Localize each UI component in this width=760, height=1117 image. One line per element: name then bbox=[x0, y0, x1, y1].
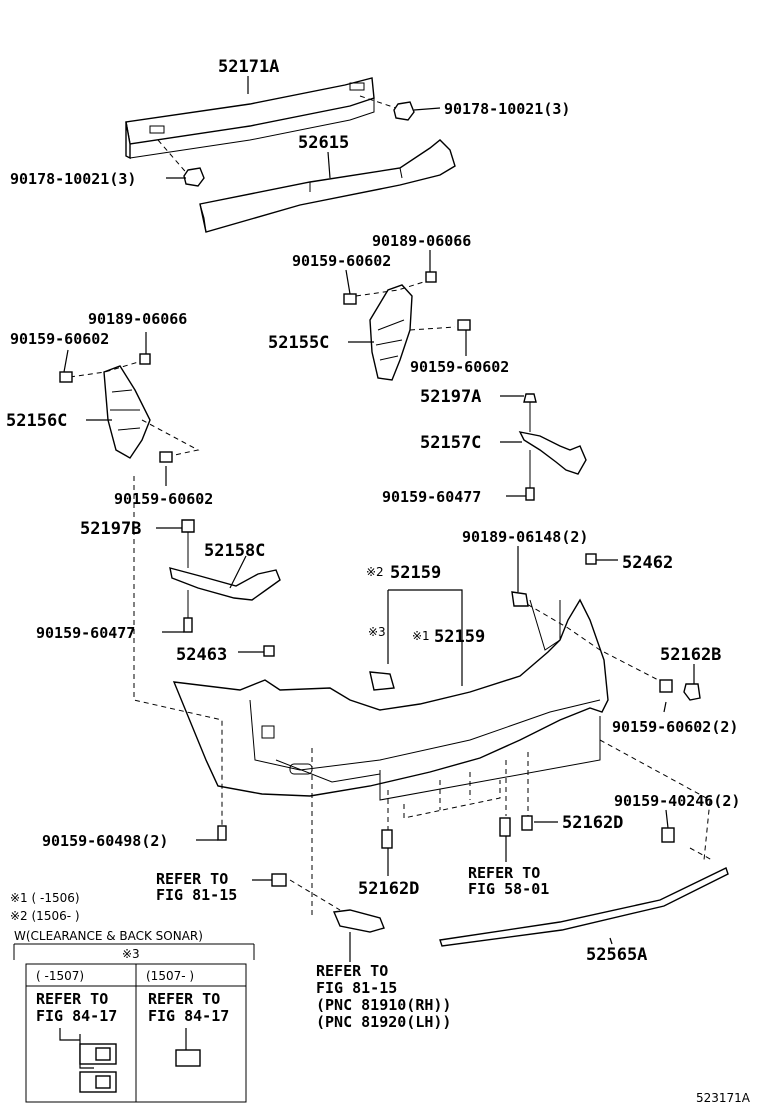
bolt-icon bbox=[59, 353, 173, 463]
box-mark: ※3 bbox=[122, 947, 140, 961]
label-52462: 52462 bbox=[622, 553, 673, 573]
refer-b-line2: FIG 58-01 bbox=[468, 880, 549, 898]
refer-a-line1: REFER TO bbox=[156, 870, 228, 888]
label-52156c: 52156C bbox=[6, 411, 67, 431]
label-nut-lh-top: 90189-06066 bbox=[88, 310, 187, 328]
label-52155c: 52155C bbox=[268, 333, 329, 353]
clip-icon bbox=[217, 553, 701, 887]
refer-a-line2: FIG 81-15 bbox=[156, 886, 237, 904]
mark-upper: ※2 bbox=[366, 565, 384, 579]
label-bolt-40246: 90159-40246(2) bbox=[614, 792, 740, 810]
energy-absorber bbox=[199, 139, 456, 233]
label-52171a: 52171A bbox=[218, 57, 279, 77]
label-nut-rh-top: 90189-06066 bbox=[372, 232, 471, 250]
label-screw-lh: 90159-60477 bbox=[36, 624, 135, 642]
mark-3: ※3 bbox=[368, 625, 386, 639]
refer-c-line2: FIG 81-15 bbox=[316, 979, 397, 997]
box-title: W(CLEARANCE & BACK SONAR) bbox=[14, 929, 203, 943]
label-52159-lower: 52159 bbox=[434, 627, 485, 647]
label-leaders bbox=[63, 76, 695, 962]
label-bolt-lh-top: 90159-60602 bbox=[10, 330, 109, 348]
label-bolt-side-2: 90159-60602(2) bbox=[612, 718, 738, 736]
support-rh bbox=[518, 393, 587, 501]
label-nut-l1: 90178-10021(3) bbox=[10, 170, 136, 188]
label-52463: 52463 bbox=[176, 645, 227, 665]
label-bolt-lh-bottom: 90159-60602 bbox=[114, 490, 213, 508]
refer-c-line4: (PNC 81920(LH)) bbox=[316, 1013, 451, 1031]
retainer-lh bbox=[69, 359, 200, 459]
refer-b-line1: REFER TO bbox=[468, 864, 540, 882]
note-2: ※2 (1506- ) bbox=[10, 909, 80, 923]
label-52162d-center: 52162D bbox=[358, 879, 419, 899]
col1-head: ( -1507) bbox=[36, 969, 84, 983]
reinforcement-bar bbox=[125, 77, 403, 178]
refer-c-line1: REFER TO bbox=[316, 962, 388, 980]
label-bolt-rh-side: 90159-60602 bbox=[410, 358, 509, 376]
bracket-lines bbox=[387, 589, 463, 686]
label-52197a: 52197A bbox=[420, 387, 481, 407]
label-52158c: 52158C bbox=[204, 541, 265, 561]
label-nut-bumper: 90189-06148(2) bbox=[462, 528, 588, 546]
label-52162d-right: 52162D bbox=[562, 813, 623, 833]
label-52565a: 52565A bbox=[586, 945, 647, 965]
label-52162b: 52162B bbox=[660, 645, 721, 665]
retainer-rh bbox=[355, 279, 456, 381]
sonar-inset-box: ※3 ( -1507) (1507- ) REFER TO FIG 84-17 … bbox=[13, 943, 255, 1103]
sonar-sensor-icon bbox=[175, 1049, 201, 1067]
note-1: ※1 ( -1506) bbox=[10, 891, 80, 905]
refer-c-line3: (PNC 81910(RH)) bbox=[316, 996, 451, 1014]
col1-refer1: REFER TO bbox=[36, 990, 108, 1008]
label-52159-upper: 52159 bbox=[390, 563, 441, 583]
col2-head: (1507- ) bbox=[146, 969, 194, 983]
label-52615: 52615 bbox=[298, 133, 349, 153]
label-bolt-rh-top: 90159-60602 bbox=[292, 252, 391, 270]
bumper-cover bbox=[172, 598, 609, 801]
mark-lower: ※1 bbox=[412, 629, 430, 643]
label-52197b: 52197B bbox=[80, 519, 141, 539]
moulding bbox=[439, 867, 729, 947]
col1-refer2: FIG 84-17 bbox=[36, 1007, 117, 1025]
figure-id: 523171A bbox=[696, 1091, 751, 1105]
col2-refer2: FIG 84-17 bbox=[148, 1007, 229, 1025]
reflector-lens bbox=[332, 909, 385, 933]
label-screw-rh: 90159-60477 bbox=[382, 488, 481, 506]
support-lh bbox=[169, 519, 281, 633]
label-52157c: 52157C bbox=[420, 433, 481, 453]
col2-refer1: REFER TO bbox=[148, 990, 220, 1008]
leader-lines bbox=[133, 476, 713, 916]
label-nut-r1: 90178-10021(3) bbox=[444, 100, 570, 118]
label-bolt-lower-left: 90159-60498(2) bbox=[42, 832, 168, 850]
nut-icon bbox=[183, 101, 415, 187]
